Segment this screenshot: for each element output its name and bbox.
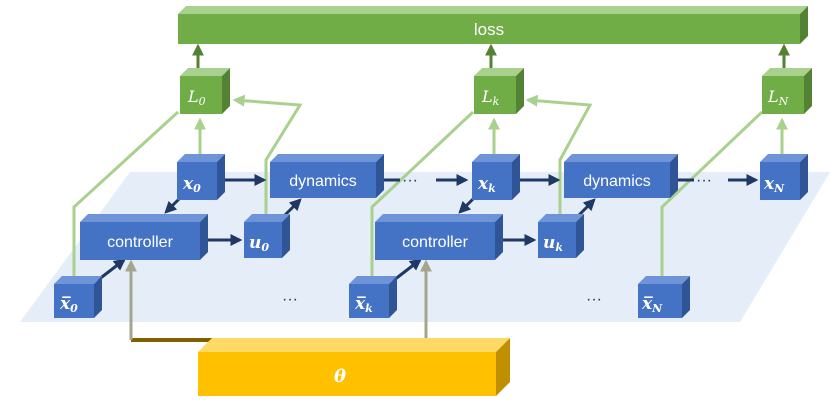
plane-ellipsis-2: ··· — [586, 291, 602, 308]
controller-block-k: controller — [375, 214, 503, 260]
reference-xbar0-block: x̅0 — [54, 276, 102, 318]
x0-sub: 0 — [193, 182, 201, 195]
flow-ellipsis-2: ··· — [696, 172, 712, 189]
xN-sub: N — [773, 182, 785, 195]
xk-sub: k — [488, 182, 496, 195]
state-x0-block: x0 — [177, 154, 225, 200]
controller-block-0: controller — [80, 214, 208, 260]
xbarN-base: x̅ — [641, 294, 653, 314]
svg-text:Lk: Lk — [481, 87, 500, 108]
xN-base: x — [763, 174, 775, 194]
dynamics-label-0: dynamics — [289, 173, 357, 190]
xk-base: x — [477, 174, 489, 194]
xbarN-sub: N — [651, 302, 663, 315]
reference-xbarN-block: x̅N — [638, 276, 690, 318]
svg-text:xN: xN — [763, 174, 785, 195]
x0-base: x — [182, 174, 194, 194]
theta-block: θ — [198, 338, 510, 396]
L0-base: L — [187, 87, 199, 106]
loss-label: loss — [474, 20, 504, 39]
svg-text:u0: u0 — [249, 233, 269, 254]
svg-text:uk: uk — [543, 233, 563, 254]
loss-up-arrows — [192, 43, 790, 68]
state-xN-block: xN — [760, 154, 808, 200]
reference-xbark-block: x̅k — [349, 276, 397, 318]
u0-sub: 0 — [261, 241, 269, 254]
LN-sub: N — [778, 95, 789, 108]
dynamics-block-0: dynamics — [270, 154, 384, 198]
svg-text:x0: x0 — [182, 174, 201, 195]
flow-ellipsis-1: ··· — [402, 172, 418, 189]
svg-text:LN: LN — [767, 87, 789, 108]
xbark-sub: k — [365, 302, 373, 315]
loss-block: loss — [178, 6, 808, 44]
svg-text:x̅0: x̅0 — [59, 294, 78, 315]
uk-sub: k — [555, 241, 563, 254]
controller-label-k: controller — [402, 234, 468, 251]
uk-base: u — [543, 233, 555, 253]
Lk-base: L — [481, 87, 493, 106]
loss-block-N: LN — [762, 68, 812, 114]
svg-text:x̅N: x̅N — [641, 294, 663, 315]
LN-base: L — [767, 87, 779, 106]
L0-sub: 0 — [199, 95, 206, 108]
Lk-sub: k — [493, 95, 500, 108]
svg-text:xk: xk — [477, 174, 496, 195]
xbar0-sub: 0 — [70, 302, 78, 315]
controller-label-0: controller — [107, 234, 173, 251]
state-xk-block: xk — [472, 154, 520, 200]
plane-ellipsis-1: ··· — [282, 291, 298, 308]
u0-base: u — [249, 233, 261, 253]
control-uk-block: uk — [538, 214, 584, 258]
dynamics-label-k: dynamics — [583, 173, 651, 190]
control-u0-block: u0 — [244, 214, 290, 258]
svg-text:x̅k: x̅k — [354, 294, 373, 315]
loss-connections — [72, 94, 788, 276]
xbar0-base: x̅ — [59, 294, 71, 314]
theta-label: θ — [334, 366, 346, 387]
svg-text:L0: L0 — [187, 87, 206, 108]
loss-block-k: Lk — [474, 68, 524, 114]
xbark-base: x̅ — [354, 294, 366, 314]
dynamics-block-k: dynamics — [564, 154, 678, 198]
loss-block-0: L0 — [180, 68, 230, 114]
